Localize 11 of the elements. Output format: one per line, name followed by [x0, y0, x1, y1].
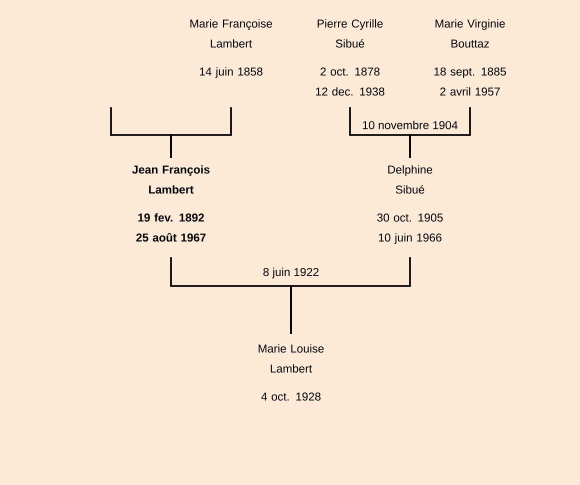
person-entry: Jean François Lambert 19 fev. 1892 25 août 1967: [132, 165, 210, 242]
person-entry: Delphine Sibué 30 oct. 1905 10 juin 1966: [377, 165, 443, 244]
person-entry: Pierre Cyrille Sibué 2 oct. 1878 12 dec. 1938: [316, 19, 384, 96]
marriage-date: 10 novembre 1904: [361, 120, 459, 130]
family-line: [409, 107, 471, 158]
family-line: [170, 107, 232, 158]
marriage-date: 8 juin 1922: [262, 266, 320, 280]
person-entry: Marie Louise Lambert 4 oct. 1928: [258, 344, 324, 401]
family-line: [290, 257, 411, 334]
person-entry: Marie Virginie Bouttaz 18 sept. 1885 2 avril 1957: [434, 19, 506, 96]
person-entry: Marie Françoise Lambert 14 juin 1858: [190, 19, 272, 78]
